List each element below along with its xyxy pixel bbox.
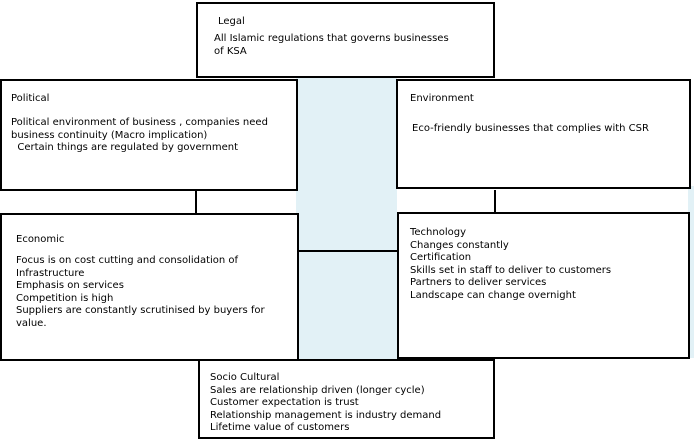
political-line: Certain things are regulated by governme… [11, 142, 239, 153]
economic-box: Economic Focus is on cost cutting and co… [0, 213, 299, 361]
connector-environment-technology [494, 190, 496, 215]
environment-line: Eco-friendly businesses that complies wi… [412, 123, 649, 134]
technology-title: Technology [410, 227, 467, 238]
technology-line: Changes constantly [410, 239, 509, 251]
socio-cultural-box: Socio Cultural Sales are relationship dr… [198, 359, 495, 439]
environment-box: Environment Eco-friendly businesses that… [396, 79, 691, 189]
legal-box: Legal All Islamic regulations that gover… [196, 2, 495, 78]
economic-line: Emphasis on services [16, 280, 124, 291]
economic-line: Competition is high [16, 292, 114, 304]
technology-box: Technology Changes constantly Certificat… [397, 212, 690, 359]
technology-line: Certification [410, 252, 472, 263]
socio-cultural-title: Socio Cultural [210, 372, 280, 383]
economic-title: Economic [16, 234, 65, 245]
political-line: business continuity (Macro implication) [11, 129, 208, 141]
socio-cultural-line: Customer expectation is trust [210, 397, 359, 408]
economic-line: Suppliers are constantly scrutinised by … [16, 305, 265, 316]
technology-line: Landscape can change overnight [410, 289, 576, 301]
political-box: Political Political environment of busin… [0, 79, 298, 191]
economic-line: Infrastructure [16, 267, 85, 279]
political-line: Political environment of business , comp… [11, 117, 268, 128]
right-edge-strip [688, 186, 694, 358]
technology-line: Partners to deliver services [410, 277, 547, 288]
economic-line: Focus is on cost cutting and consolidati… [16, 255, 239, 266]
legal-line: All Islamic regulations that governs bus… [214, 33, 449, 44]
socio-cultural-line: Lifetime value of customers [210, 422, 350, 433]
legal-line: of KSA [214, 45, 247, 57]
connector-economic-technology [295, 250, 399, 252]
connector-political-economic [195, 190, 197, 215]
environment-title: Environment [410, 93, 474, 104]
economic-line: value. [16, 317, 47, 329]
political-title: Political [11, 93, 50, 104]
technology-line: Skills set in staff to deliver to custom… [410, 264, 612, 276]
legal-title: Legal [218, 16, 245, 27]
center-background [296, 77, 397, 362]
socio-cultural-line: Relationship management is industry dema… [210, 409, 442, 421]
socio-cultural-line: Sales are relationship driven (longer cy… [210, 384, 425, 396]
